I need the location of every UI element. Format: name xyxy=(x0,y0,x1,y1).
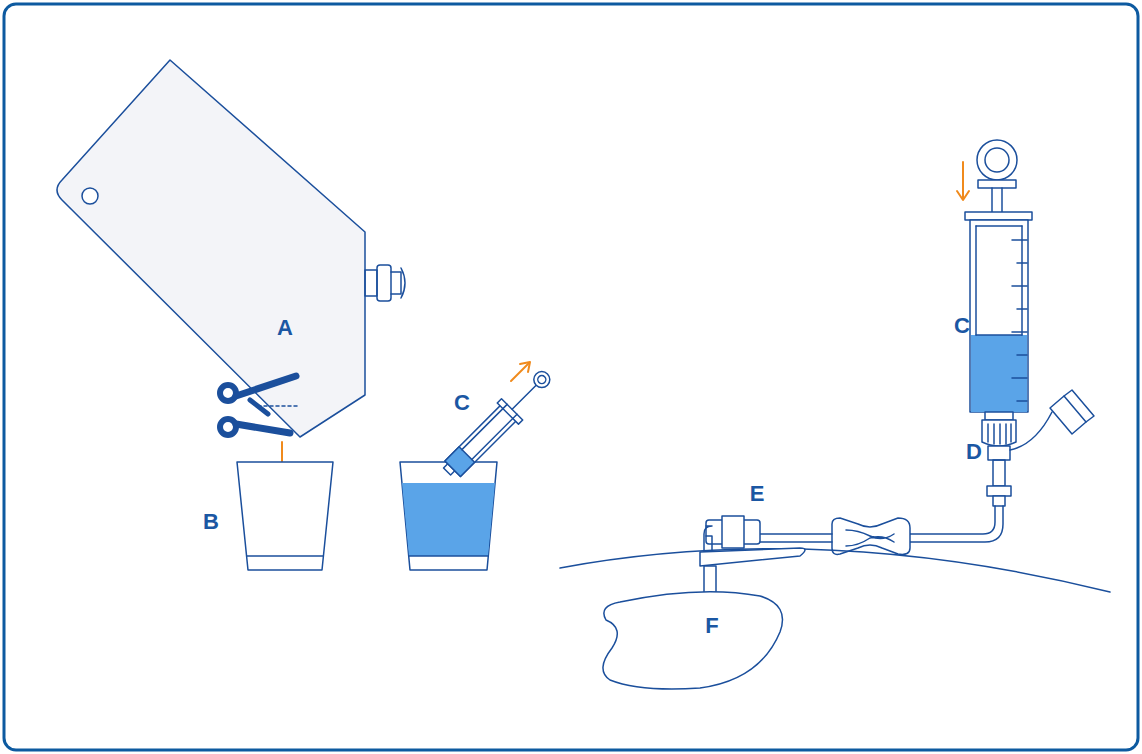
scale-tick xyxy=(1017,308,1027,310)
extension-tube xyxy=(704,506,1003,554)
part-letter: D xyxy=(966,441,982,463)
scale-tick xyxy=(1012,331,1027,333)
cup-with-liquid xyxy=(400,462,497,570)
frame xyxy=(4,4,1138,750)
part-letter: C xyxy=(454,392,470,414)
scale-tick xyxy=(1017,262,1027,264)
part-letter: E xyxy=(750,483,765,505)
part-letter: B xyxy=(203,511,219,533)
push-arrow xyxy=(957,162,969,200)
cup xyxy=(237,462,333,570)
scale-tick xyxy=(1017,400,1027,402)
body-and-stomach xyxy=(560,548,1110,689)
feeding-bag xyxy=(57,60,405,437)
scale-tick xyxy=(1017,354,1027,356)
scale-tick xyxy=(1012,239,1027,241)
syringe xyxy=(438,363,558,483)
part-letter: F xyxy=(705,615,718,637)
scissors xyxy=(220,376,296,435)
part-letter: C xyxy=(954,315,970,337)
draw-arrow xyxy=(511,362,530,381)
part-letter: A xyxy=(277,317,293,339)
scale-tick xyxy=(1012,377,1027,379)
syringe-upright xyxy=(965,140,1094,506)
scale-tick xyxy=(1012,285,1027,287)
